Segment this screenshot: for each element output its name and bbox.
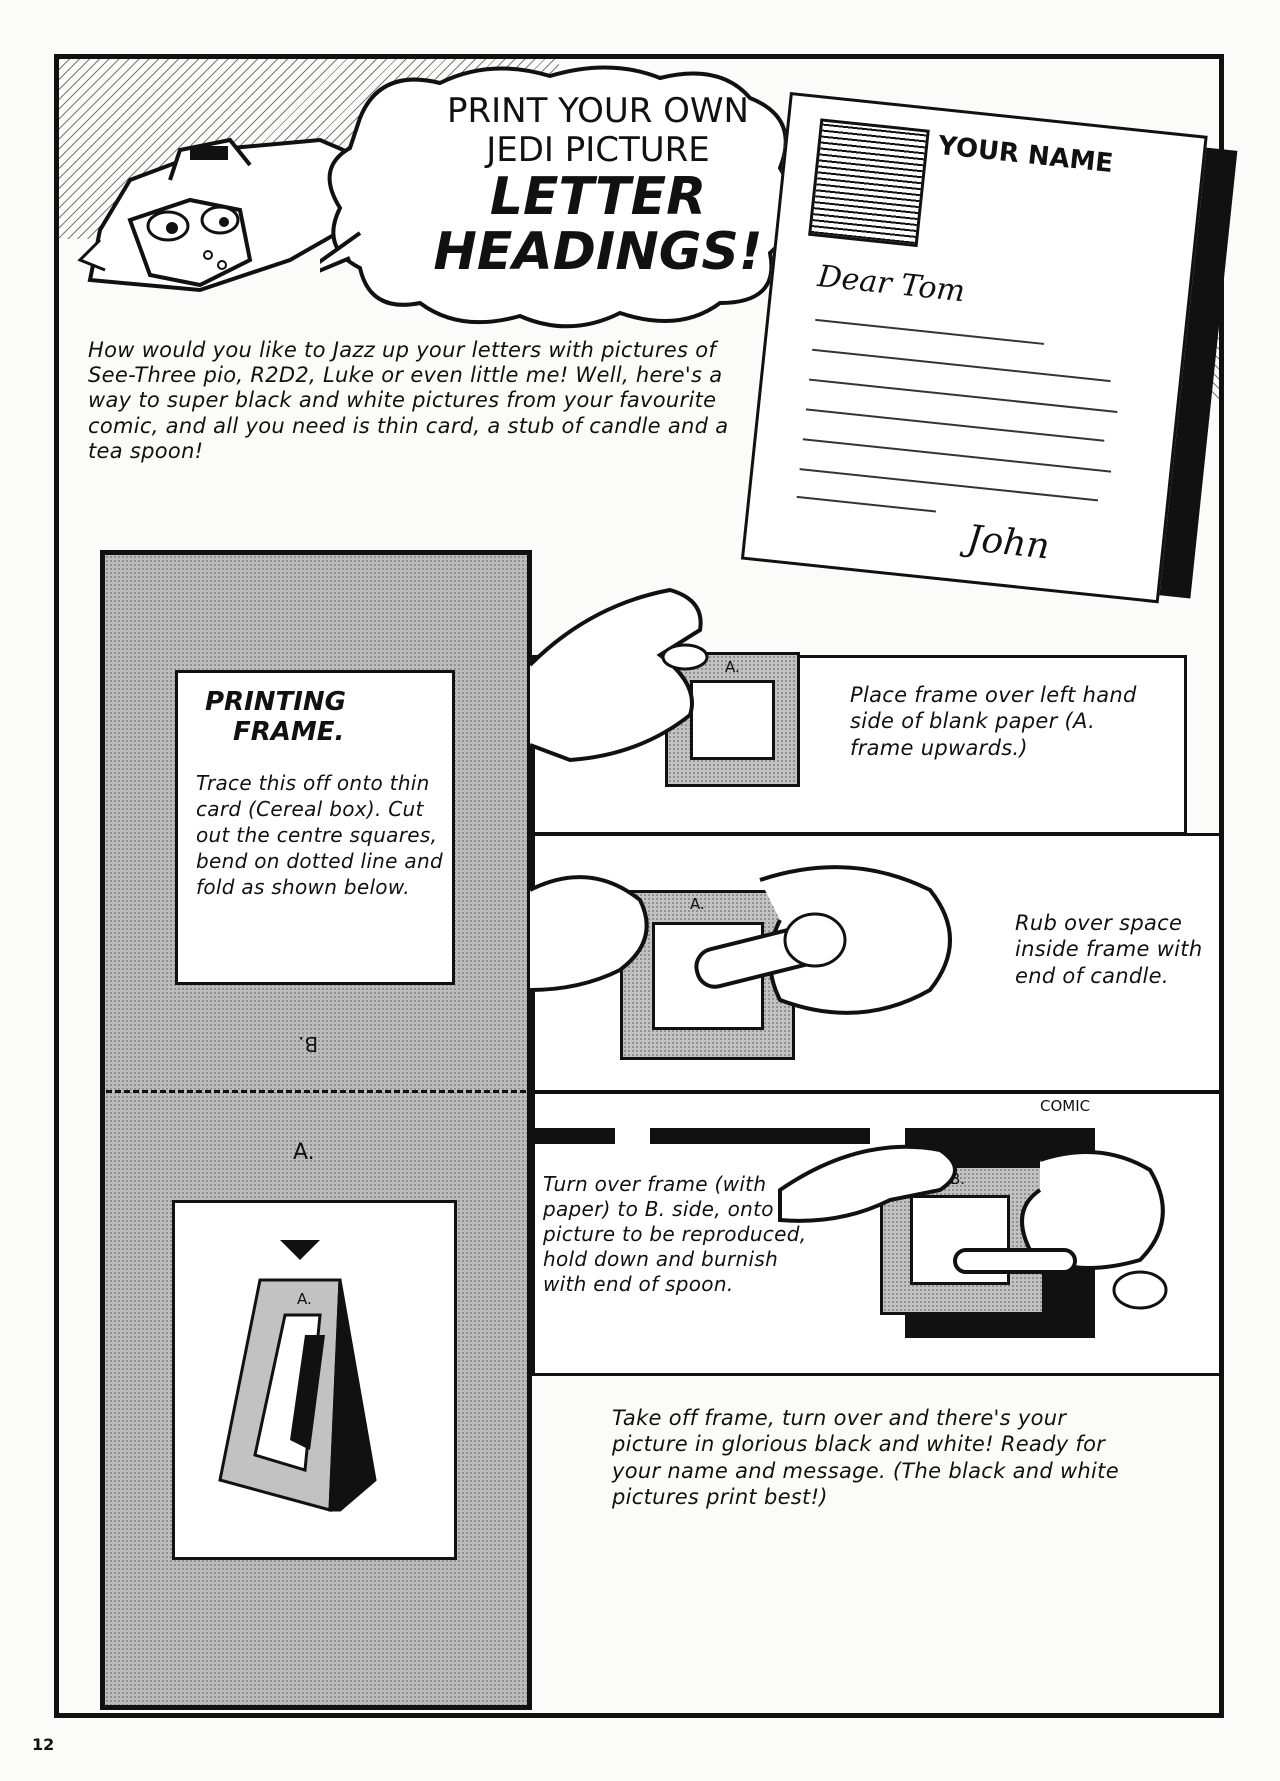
hand-illustration-1 xyxy=(530,587,709,763)
scribble-line xyxy=(808,378,1118,413)
printing-frame-title-line-1: PRINTING xyxy=(205,687,347,717)
title-line-2: JEDI PICTURE xyxy=(486,130,710,171)
folded-frame-label: A. xyxy=(297,1290,312,1308)
droid-character-illustration xyxy=(77,137,393,293)
scribble-line xyxy=(796,495,937,513)
sample-letter: YOUR NAME Dear Tom John xyxy=(740,92,1208,604)
scribble-line xyxy=(815,318,1045,345)
title-line-1: PRINT YOUR OWN xyxy=(447,91,749,131)
title-line-3: LETTER xyxy=(489,167,707,228)
step-2-frame-label: A. xyxy=(690,895,705,913)
frame-instructions-box xyxy=(175,670,455,985)
comic-panel-edge xyxy=(535,1128,615,1144)
scribble-line xyxy=(805,408,1105,442)
step-2-text: Rub over space inside frame with end of … xyxy=(1015,911,1203,988)
hands-with-spoon-illustration xyxy=(778,1144,1168,1310)
step-1-frame-hole xyxy=(690,680,775,760)
page-title: PRINT YOUR OWN JEDI PICTURE LETTER HEADI… xyxy=(388,91,808,282)
hands-with-candle-illustration xyxy=(530,865,952,1015)
printing-frame-title-line-2: FRAME. xyxy=(233,716,345,747)
step-4-text: Take off frame, turn over and there's yo… xyxy=(612,1406,1119,1509)
speech-cloud xyxy=(320,65,795,329)
step-1-frame-label: A. xyxy=(725,658,740,676)
comic-label: COMIC xyxy=(1040,1097,1091,1115)
letter-greeting: Dear Tom xyxy=(816,259,967,310)
scribble-line xyxy=(802,438,1112,473)
folded-frame-diagram xyxy=(218,1240,377,1512)
intro-text: How would you like to Jazz up your lette… xyxy=(88,338,729,463)
frame-label-b: B. xyxy=(298,1032,319,1056)
frame-label-a: A. xyxy=(293,1140,315,1165)
scribble-line xyxy=(812,348,1111,383)
fold-dotted-line xyxy=(106,1090,526,1093)
letter-signature: John xyxy=(965,518,1052,568)
printing-frame-title: PRINTING FRAME. xyxy=(205,687,347,748)
comic-panel-edge xyxy=(650,1128,870,1144)
portrait-image xyxy=(808,118,930,248)
letter-name: YOUR NAME xyxy=(936,130,1115,180)
printing-frame-instructions: Trace this off onto thin card (Cereal bo… xyxy=(196,771,443,899)
step-1-text: Place frame over left hand side of blank… xyxy=(850,683,1137,760)
step-3-text: Turn over frame (with paper) to B. side,… xyxy=(543,1172,807,1296)
page-number: 12 xyxy=(32,1735,55,1754)
title-line-4: HEADINGS! xyxy=(433,221,763,282)
scribble-line xyxy=(799,468,1099,502)
